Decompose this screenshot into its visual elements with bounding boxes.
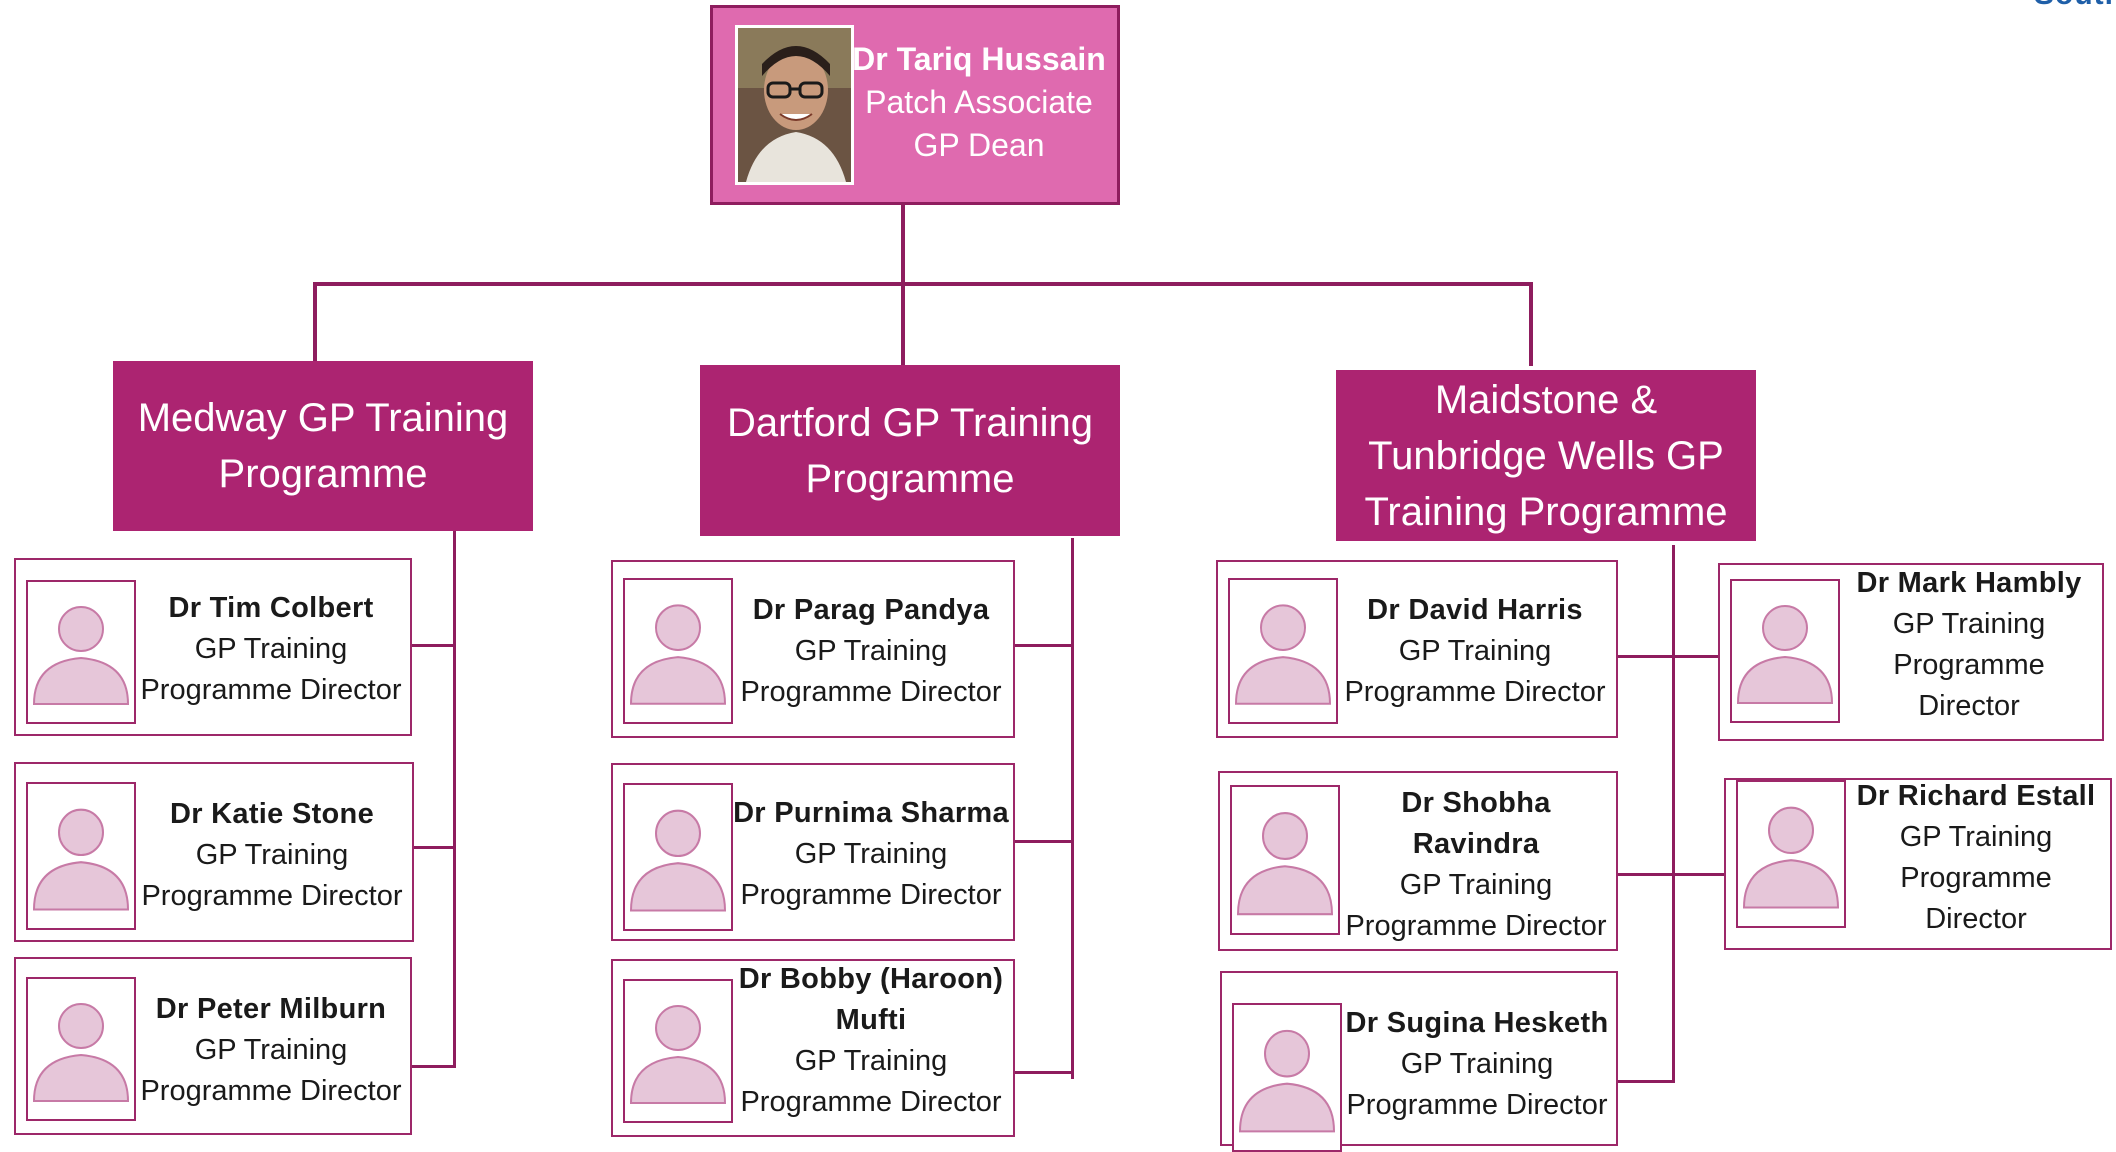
- director-text: Dr Mark Hambly GP Training Programme Dire…: [1842, 563, 2096, 727]
- director-name: Dr Shobha Ravindra: [1401, 787, 1551, 860]
- director-text: Dr Purnima Sharma GP Training Programme D…: [731, 793, 1011, 916]
- person-placeholder-icon: [623, 979, 733, 1123]
- person-placeholder-icon: [26, 580, 136, 724]
- person-placeholder-icon: [1736, 780, 1846, 928]
- director-role: GP Training Programme Director: [141, 839, 403, 912]
- director-text: Dr David Harris GP Training Programme Dir…: [1336, 590, 1614, 713]
- director-text: Dr Shobha Ravindra GP Training Programme …: [1338, 783, 1614, 947]
- head-photo: [735, 25, 854, 185]
- director-role: GP Training Programme Director: [1346, 1048, 1608, 1121]
- person-placeholder-icon: [1228, 578, 1338, 724]
- director-card: Dr David Harris GP Training Programme Dir…: [1216, 560, 1618, 738]
- director-text: Dr Katie Stone GP Training Programme Dire…: [134, 794, 410, 917]
- person-placeholder-icon: [1232, 1003, 1342, 1152]
- person-placeholder-icon: [623, 578, 733, 724]
- director-role: GP Training Programme Director: [740, 635, 1002, 708]
- director-card: Dr Richard Estall GP Training Programme D…: [1724, 778, 2112, 950]
- director-name: Dr Peter Milburn: [155, 993, 387, 1025]
- director-name: Dr Richard Estall: [1856, 780, 2096, 812]
- director-card: Dr Purnima Sharma GP Training Programme D…: [611, 763, 1015, 941]
- director-text: Dr Tim Colbert GP Training Programme Dire…: [134, 588, 408, 711]
- director-role: GP Training Programme Director: [1892, 608, 2046, 722]
- director-card: Dr Peter Milburn GP Training Programme Di…: [14, 957, 412, 1135]
- person-placeholder-icon: [1730, 579, 1840, 723]
- director-name: Dr Katie Stone: [169, 798, 374, 830]
- head-role-line2: GP Dean: [913, 127, 1045, 163]
- director-role: GP Training Programme Director: [1344, 635, 1606, 708]
- head-text: Dr Tariq Hussain Patch Associate GP Dean: [845, 38, 1113, 167]
- director-role: GP Training Programme Director: [140, 633, 402, 706]
- head-role-line1: Patch Associate: [865, 84, 1093, 120]
- director-name: Dr Purnima Sharma: [733, 797, 1009, 829]
- director-text: Dr Parag Pandya GP Training Programme Dir…: [731, 590, 1011, 713]
- director-name: Dr Tim Colbert: [168, 592, 374, 624]
- head-name: Dr Tariq Hussain: [852, 41, 1106, 77]
- director-name: Dr Bobby (Haroon) Mufti: [738, 963, 1004, 1036]
- director-text: Dr Sugina Hesketh GP Training Programme D…: [1340, 1003, 1614, 1126]
- director-role: GP Training Programme Director: [740, 1045, 1002, 1118]
- director-card: Dr Tim Colbert GP Training Programme Dire…: [14, 558, 412, 736]
- person-placeholder-icon: [26, 782, 136, 930]
- director-name: Dr Parag Pandya: [752, 594, 990, 626]
- programme-box-dartford: Dartford GP Training Programme: [700, 365, 1120, 536]
- programme-box-medway: Medway GP Training Programme: [113, 361, 533, 531]
- director-role: GP Training Programme Director: [1345, 869, 1607, 942]
- director-name: Dr Sugina Hesketh: [1345, 1007, 1609, 1039]
- director-card: Dr Mark Hambly GP Training Programme Dire…: [1718, 563, 2104, 741]
- director-text: Dr Richard Estall GP Training Programme D…: [1848, 776, 2104, 940]
- person-placeholder-icon: [1230, 785, 1340, 935]
- director-text: Dr Bobby (Haroon) Mufti GP Training Progr…: [731, 959, 1011, 1123]
- person-placeholder-icon: [623, 783, 733, 931]
- head-card: Dr Tariq Hussain Patch Associate GP Dean: [710, 5, 1120, 205]
- director-card: Dr Katie Stone GP Training Programme Dire…: [14, 762, 414, 942]
- corner-logo-text: South: [2034, 0, 2116, 12]
- director-role: GP Training Programme Director: [740, 838, 1002, 911]
- director-card: Dr Bobby (Haroon) Mufti GP Training Progr…: [611, 959, 1015, 1137]
- person-placeholder-icon: [26, 977, 136, 1121]
- director-card: Dr Parag Pandya GP Training Programme Dir…: [611, 560, 1015, 738]
- director-name: Dr David Harris: [1367, 594, 1583, 626]
- programme-box-maidstone: Maidstone & Tunbridge Wells GP Training …: [1336, 370, 1756, 541]
- director-text: Dr Peter Milburn GP Training Programme Di…: [134, 989, 408, 1112]
- director-card: Dr Shobha Ravindra GP Training Programme …: [1218, 771, 1618, 951]
- director-role: GP Training Programme Director: [1899, 821, 2053, 935]
- director-card: Dr Sugina Hesketh GP Training Programme D…: [1220, 971, 1618, 1152]
- director-name: Dr Mark Hambly: [1856, 567, 2082, 599]
- director-role: GP Training Programme Director: [140, 1034, 402, 1107]
